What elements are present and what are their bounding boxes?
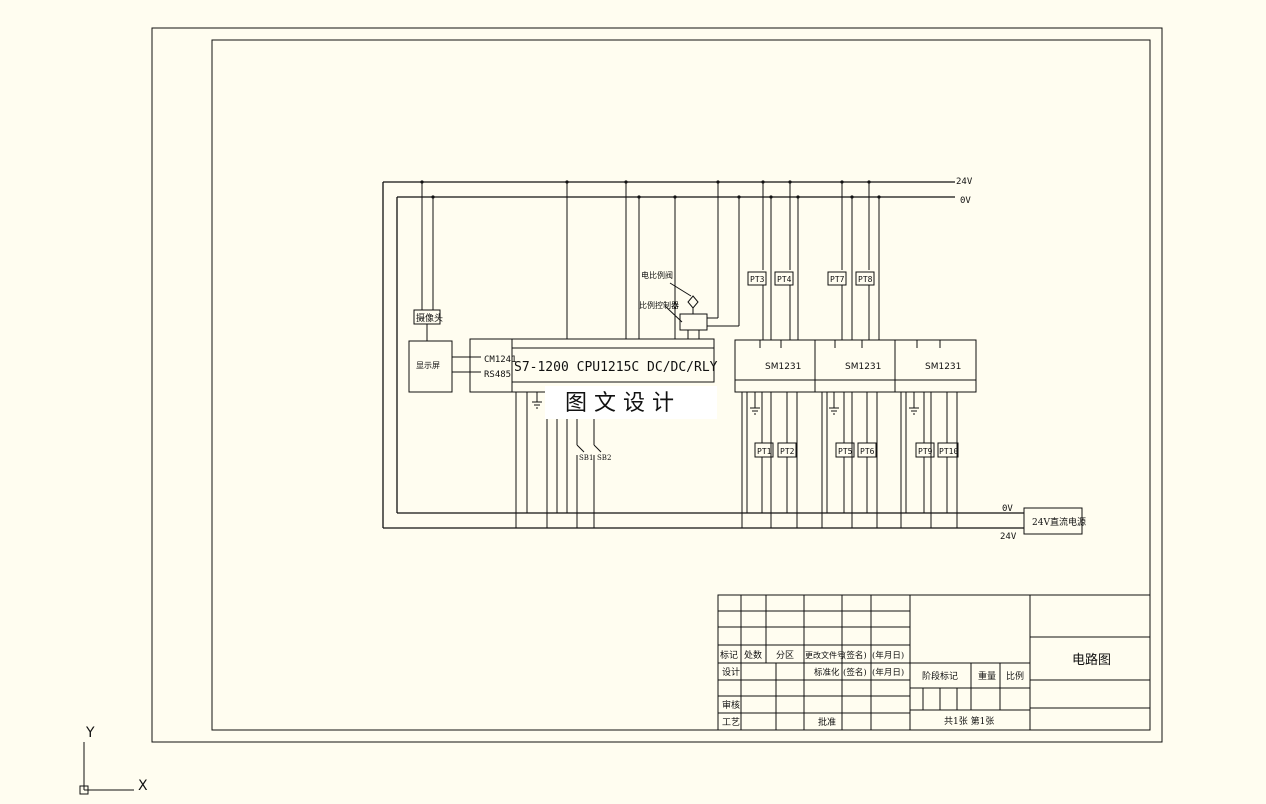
title-block (717, 594, 1151, 731)
tb-drawing-title: 电路图 (1072, 652, 1111, 668)
sensor-pt6: PT6 (860, 447, 875, 456)
tb-stage: 阶段标记 (922, 670, 958, 682)
tb-weight: 重量 (978, 670, 996, 682)
watermark-bg (545, 386, 717, 419)
sensor-pt8-box (855, 271, 875, 286)
label-0v-bottom: 0V (1002, 504, 1013, 514)
cm1241-box (469, 338, 513, 393)
sensor-pt4-box (774, 271, 794, 286)
tb-zone: 分区 (776, 650, 794, 661)
module-1-label: SM1231 (765, 362, 801, 372)
tb-change-doc: 更改文件号 (805, 650, 845, 660)
valve-icon (687, 295, 699, 309)
tb-sign-2: (签名) (843, 667, 867, 678)
module-2-label: SM1231 (845, 362, 881, 372)
sensor-pt3: PT3 (750, 275, 765, 284)
tb-date: (年月日) (872, 650, 904, 661)
psu-label: 24V直流电源 (1032, 516, 1086, 528)
valve-controller-box (679, 313, 708, 331)
plc-box (511, 338, 715, 383)
tb-date-2: (年月日) (872, 667, 904, 678)
sensor-pt1-box (754, 442, 774, 458)
sensor-pt3-box (747, 271, 767, 286)
sensor-pt9: PT9 (918, 447, 933, 456)
module-bottom-wires (741, 392, 958, 528)
sensor-pt2-box (777, 442, 797, 458)
tb-approve: 批准 (818, 716, 836, 728)
sensor-pt6-box (857, 442, 877, 458)
ground-icon-m3 (909, 392, 919, 415)
sensor-pt7-box (827, 271, 847, 286)
plc-bottom-wires (515, 392, 602, 528)
cm1241-label: CM1241 (484, 355, 517, 365)
inner-frame (211, 39, 1151, 731)
sensor-pt5: PT5 (838, 447, 853, 456)
screen-box (408, 340, 453, 393)
sensor-pt10: PT10 (939, 447, 958, 456)
sensor-pt9-box (915, 442, 935, 458)
tb-review: 审核 (722, 699, 740, 711)
tb-sheets: 共1张 第1张 (944, 715, 994, 727)
module-3 (894, 339, 977, 393)
psu-box (1023, 507, 1083, 535)
ground-icon (532, 392, 542, 409)
label-0v-top: 0V (960, 196, 971, 206)
screen-label: 显示屏 (416, 361, 440, 370)
camera-label: 摄像头 (416, 312, 443, 324)
sensor-pt5-box (835, 442, 855, 458)
ucs-axis-icon (79, 742, 134, 795)
power-rails (382, 181, 1024, 529)
axis-y-label: Y (85, 725, 95, 741)
switch-sb1: SB1 (579, 454, 593, 462)
watermark: 图 文 设 计 (565, 391, 674, 416)
junction-dots (420, 180, 881, 199)
sensor-pt4: PT4 (777, 275, 792, 284)
tb-sign: (签名) (843, 650, 867, 661)
ground-icon-m2 (829, 392, 839, 415)
sensor-pt2: PT2 (780, 447, 795, 456)
tb-design: 设计 (722, 666, 740, 678)
rs485-label: RS485 (484, 370, 511, 380)
module-top-wires (762, 182, 880, 340)
tb-mark: 标记 (720, 649, 738, 661)
module-3-label: SM1231 (925, 362, 961, 372)
plc-model: S7-1200 CPU1215C DC/DC/RLY (514, 360, 718, 375)
label-24v-top: 24V (956, 177, 973, 187)
sensor-pt1: PT1 (757, 447, 772, 456)
sensor-pt7: PT7 (830, 275, 845, 284)
sensor-pt10-box (937, 442, 959, 458)
tb-standard: 标准化 (814, 667, 840, 678)
outer-frame (151, 27, 1163, 743)
tb-count: 处数 (744, 649, 762, 661)
tb-process: 工艺 (722, 717, 740, 728)
plc-top-wires (566, 182, 740, 339)
tb-scale: 比例 (1006, 670, 1024, 682)
switch-sb2: SB2 (597, 454, 611, 462)
sensor-pt8: PT8 (858, 275, 873, 284)
controller-label: 比例控制器 (639, 300, 679, 310)
label-24v-bottom: 24V (1000, 532, 1017, 542)
valve-label: 电比例阀 (641, 270, 673, 280)
axis-x-label: X (138, 778, 148, 794)
ground-icon-m1 (750, 392, 760, 415)
